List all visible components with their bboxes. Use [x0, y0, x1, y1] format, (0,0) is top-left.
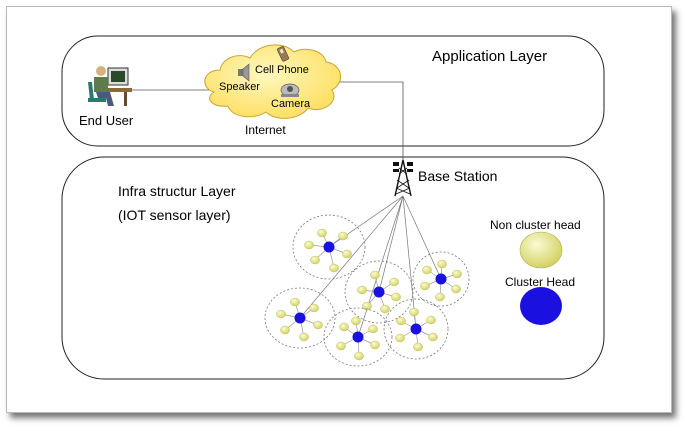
cloud-basestation-link [332, 81, 404, 160]
sensor-cluster-4 [264, 287, 336, 349]
base-station-label: Base Station [418, 168, 498, 184]
antenna-tower-icon [393, 159, 413, 197]
camera-label: Camera [271, 98, 311, 110]
cluster-boundary [264, 287, 336, 349]
application-layer-label: Application Layer [432, 48, 548, 65]
legend-cluster-head-symbol [520, 287, 562, 325]
non-cluster-head-node [354, 351, 364, 361]
end-user-label: End User [79, 113, 134, 128]
non-cluster-head-node [304, 240, 314, 250]
non-cluster-head-node [336, 341, 346, 351]
sensor-clusters [264, 214, 470, 367]
non-cluster-head-node [362, 301, 372, 311]
basestation-links [299, 195, 442, 338]
non-cluster-head-node [370, 340, 380, 350]
non-cluster-head-node [339, 322, 349, 332]
non-cluster-head-node [428, 332, 438, 342]
cell-phone-label: Cell Phone [255, 64, 309, 76]
cluster-head-node [435, 273, 447, 285]
cluster-head-node [373, 286, 385, 298]
non-cluster-head-node [351, 316, 361, 326]
non-cluster-head-node [280, 325, 290, 335]
non-cluster-head-node [329, 263, 339, 273]
cluster-head-node [352, 331, 364, 343]
internet-label: Internet [245, 123, 286, 137]
non-cluster-head-node [413, 342, 423, 352]
non-cluster-head-node [396, 316, 406, 326]
computer-user-icon [88, 66, 132, 106]
infra-layer-label: Infra structur Layer [118, 183, 236, 199]
non-cluster-head-node [391, 292, 401, 302]
non-cluster-head-node [276, 309, 286, 319]
sensor-cluster-6 [383, 298, 449, 360]
sensor-cluster-2 [344, 260, 414, 324]
non-cluster-head-node [310, 255, 320, 265]
non-cluster-head-node [389, 277, 399, 287]
non-cluster-head-node [368, 324, 378, 334]
non-cluster-head-node [426, 315, 436, 325]
non-cluster-head-node [422, 265, 432, 275]
internet-cloud [204, 44, 341, 119]
non-cluster-head-node [357, 285, 367, 295]
non-cluster-head-node [437, 259, 447, 269]
cell-phone-icon [277, 46, 289, 62]
sensor-cluster-5 [323, 307, 393, 367]
cluster-boundary [323, 307, 393, 367]
non-cluster-head-node [420, 281, 430, 291]
cluster-boundary [383, 298, 449, 360]
cluster-head-node [323, 241, 335, 253]
non-cluster-head-node [409, 307, 419, 317]
legend-cluster-head-label: Cluster Head [505, 275, 576, 289]
non-cluster-head-node [338, 231, 348, 241]
sensor-cluster-3 [412, 251, 470, 307]
non-cluster-head-node [313, 320, 323, 330]
speaker-icon [238, 63, 250, 82]
iot-sensor-layer-label: (IOT sensor layer) [118, 207, 231, 223]
non-cluster-head-node [395, 333, 405, 343]
cluster-boundary [412, 251, 470, 307]
non-cluster-head-node [370, 270, 380, 280]
non-cluster-head-node [299, 332, 309, 342]
non-cluster-head-node [452, 269, 462, 279]
cluster-boundary [292, 214, 366, 280]
cluster-head-node [294, 312, 306, 324]
non-cluster-head-node [309, 303, 319, 313]
non-cluster-head-node [451, 284, 461, 294]
cluster-boundary [344, 260, 414, 324]
non-cluster-head-node [435, 292, 445, 302]
sensor-cluster-1 [292, 214, 366, 280]
non-cluster-head-node [380, 304, 390, 314]
legend-non-cluster-head-label: Non cluster head [490, 218, 581, 232]
legend-non-cluster-head-symbol [519, 231, 563, 269]
non-cluster-head-node [290, 297, 300, 307]
cluster-head-node [410, 323, 422, 335]
non-cluster-head-node [317, 228, 327, 238]
camera-icon [280, 83, 300, 97]
non-cluster-head-node [342, 249, 352, 259]
speaker-label: Speaker [219, 81, 260, 93]
